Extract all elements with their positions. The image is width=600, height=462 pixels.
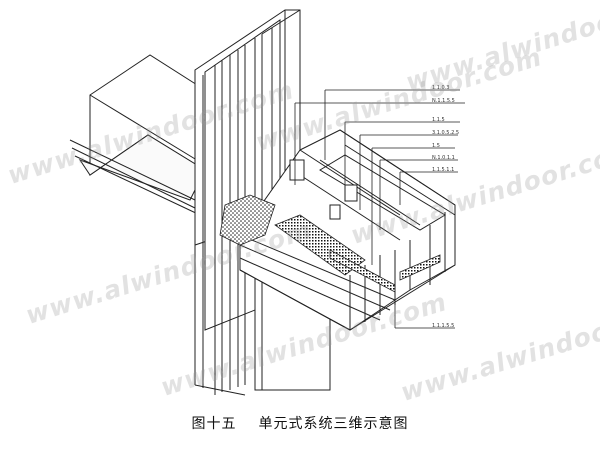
horizontal-transom xyxy=(239,129,456,331)
callout-label: N.1.1.5.5 xyxy=(432,98,455,104)
callout-label: 1.1.5.1.1 xyxy=(432,167,454,173)
left-glass-panel xyxy=(69,54,206,216)
figure-title: 单元式系统三维示意图 xyxy=(258,416,409,432)
gasket-hatching xyxy=(219,194,441,293)
callout-label: N.1.0.1.1 xyxy=(432,155,455,161)
callout-leader-lines xyxy=(294,89,465,329)
callout-labels: 1.1.0.3 N.1.1.5.5 1.1.5 3.1.0.5.2.5 1.5 … xyxy=(432,85,459,329)
callout-label: 1.1.5 xyxy=(432,117,445,123)
figure-caption: 图十五 单元式系统三维示意图 xyxy=(0,413,600,433)
callout-label: 1.1.0.3 xyxy=(432,85,450,91)
callout-label: 3.1.0.5.2.5 xyxy=(432,130,459,136)
figure-number: 图十五 xyxy=(191,416,237,432)
callout-label: 1.1.1.5.5 xyxy=(432,323,454,329)
callout-label: 1.5 xyxy=(432,143,440,149)
